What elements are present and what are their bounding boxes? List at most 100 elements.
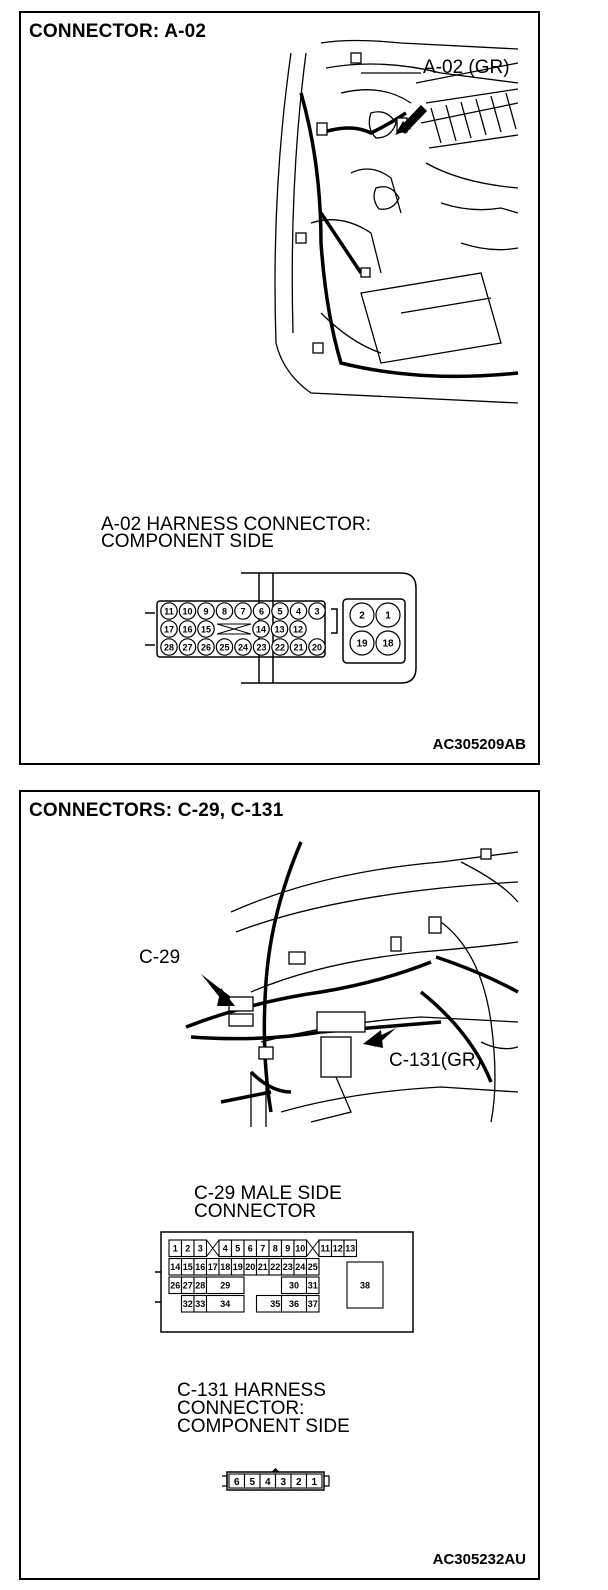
svg-text:23: 23: [256, 642, 266, 652]
connector-pin: 3: [274, 1473, 292, 1489]
connector-pin: 12: [330, 1239, 345, 1258]
svg-text:24: 24: [238, 642, 248, 652]
svg-text:15: 15: [201, 624, 211, 634]
c29-heading-line2: CONNECTOR: [194, 1201, 317, 1222]
figure-code: AC305209AB: [432, 736, 526, 753]
connector-pin: 20: [243, 1257, 258, 1276]
connector-pin: 12: [289, 620, 307, 638]
connector-pin: 34: [205, 1294, 245, 1313]
connector-pin: 29: [205, 1276, 245, 1295]
connector-pin: 7: [255, 1239, 270, 1258]
svg-text:21: 21: [258, 1262, 268, 1272]
svg-text:16: 16: [182, 624, 192, 634]
svg-text:9: 9: [285, 1244, 290, 1254]
connector-pin: 23: [280, 1257, 295, 1276]
svg-text:7: 7: [260, 1244, 265, 1254]
svg-text:30: 30: [289, 1281, 299, 1291]
svg-text:22: 22: [270, 1262, 280, 1272]
connector-pin: 21: [289, 638, 308, 656]
svg-text:16: 16: [195, 1262, 205, 1272]
svg-text:7: 7: [240, 606, 245, 616]
svg-text:8: 8: [273, 1244, 278, 1254]
connector-pin: 6: [228, 1473, 246, 1489]
svg-text:20: 20: [312, 642, 322, 652]
a02-callout-label: A-02 (GR): [423, 57, 510, 78]
connector-pin: 2: [349, 602, 375, 628]
connector-pin: 6: [252, 602, 271, 620]
connector-pin: 1: [305, 1473, 323, 1489]
svg-text:36: 36: [289, 1299, 299, 1309]
svg-text:27: 27: [182, 642, 192, 652]
svg-text:13: 13: [274, 624, 284, 634]
connector-pin: 10: [293, 1239, 308, 1258]
svg-text:12: 12: [293, 624, 303, 634]
c131-heading-line3: COMPONENT SIDE: [177, 1416, 350, 1437]
connector-pin: 1: [168, 1239, 183, 1258]
connector-pin: 11: [318, 1239, 333, 1258]
svg-text:20: 20: [245, 1262, 255, 1272]
svg-text:1: 1: [385, 610, 391, 621]
connector-pin: 5: [243, 1473, 261, 1489]
svg-text:4: 4: [223, 1244, 228, 1254]
connector-pin: 5: [230, 1239, 245, 1258]
connector-pin: 8: [215, 602, 234, 620]
connector-pin: 15: [180, 1257, 195, 1276]
svg-text:25: 25: [308, 1262, 318, 1272]
connector-pin: 18: [375, 630, 401, 656]
connector-pin: 6: [243, 1239, 258, 1258]
figure-code: AC305232AU: [432, 1551, 526, 1568]
svg-text:11: 11: [320, 1244, 330, 1254]
svg-text:28: 28: [164, 642, 174, 652]
c29-heading-line1: C-29 MALE SIDE: [194, 1183, 342, 1204]
connector-pin: 16: [193, 1257, 208, 1276]
svg-text:29: 29: [220, 1281, 230, 1291]
svg-text:4: 4: [265, 1477, 271, 1488]
svg-text:5: 5: [235, 1244, 240, 1254]
c131-heading-line2: CONNECTOR:: [177, 1398, 305, 1419]
connector-pin: 8: [268, 1239, 283, 1258]
connector-pin: 37: [305, 1294, 320, 1313]
connector-a02-panel: CONNECTOR: A-02: [19, 11, 540, 765]
connector-pin: 27: [178, 638, 197, 656]
connector-pin: 13: [343, 1239, 358, 1258]
svg-text:17: 17: [164, 624, 174, 634]
connector-pin: 25: [215, 638, 234, 656]
svg-text:25: 25: [219, 642, 229, 652]
svg-text:32: 32: [183, 1299, 193, 1309]
panel-title: CONNECTOR: A-02: [29, 21, 207, 42]
svg-text:19: 19: [356, 638, 368, 649]
svg-text:5: 5: [277, 606, 282, 616]
connector-pin: 2: [180, 1239, 195, 1258]
svg-text:34: 34: [220, 1299, 230, 1309]
connector-pin: 24: [293, 1257, 308, 1276]
svg-text:22: 22: [275, 642, 285, 652]
svg-text:3: 3: [198, 1244, 203, 1254]
c131-heading-line1: C-131 HARNESS: [177, 1380, 326, 1401]
connector-pin: 28: [160, 638, 178, 656]
svg-text:6: 6: [248, 1244, 253, 1254]
connector-pin: 2: [290, 1473, 308, 1489]
connector-pin: 22: [268, 1257, 283, 1276]
svg-text:33: 33: [195, 1299, 205, 1309]
svg-text:37: 37: [308, 1299, 318, 1309]
svg-text:3: 3: [314, 606, 319, 616]
svg-text:4: 4: [296, 606, 301, 616]
connector-pin: 18: [218, 1257, 233, 1276]
svg-text:10: 10: [295, 1244, 305, 1254]
connector-pin: 26: [168, 1276, 183, 1295]
svg-text:17: 17: [208, 1262, 218, 1272]
connector-pin: 5: [271, 602, 289, 620]
connector-pin: 11: [160, 602, 178, 620]
connector-pin: 28: [193, 1276, 208, 1295]
connector-pin: 19: [230, 1257, 245, 1276]
svg-text:9: 9: [203, 606, 208, 616]
connector-pin: 32: [180, 1294, 195, 1313]
connector-pin: 21: [255, 1257, 270, 1276]
connector-pin: 9: [280, 1239, 295, 1258]
connector-pin: 4: [218, 1239, 233, 1258]
